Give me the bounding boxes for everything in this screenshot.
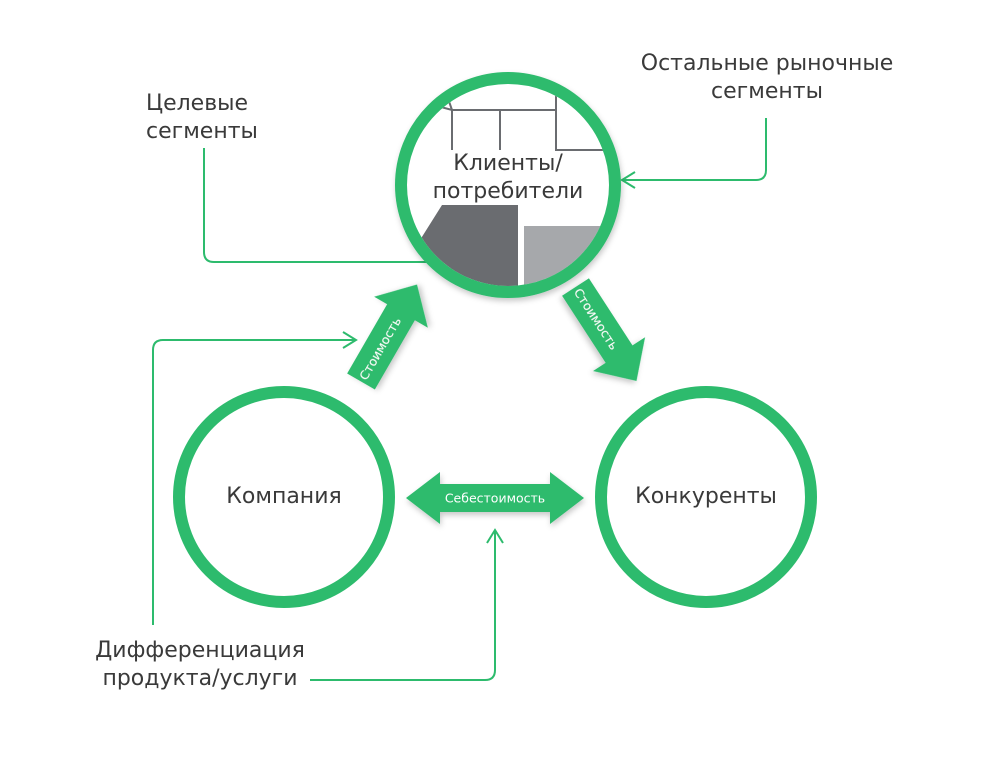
connector-other-segments <box>620 118 767 189</box>
target-segments-line1: Целевые <box>146 91 249 116</box>
arrow-clients-to-competitors: Стоимость <box>562 278 646 381</box>
clients-label: Клиенты/ потребители <box>398 150 618 206</box>
company-circle <box>173 386 395 608</box>
differentiation-line1: Дифференциация <box>95 638 305 663</box>
arrow-company-to-clients: Стоимость <box>347 284 428 390</box>
clients-label-line2: потребители <box>432 179 584 205</box>
competitors-label: Конкуренты <box>635 484 777 509</box>
arrow-company-competitors: Себестоимость <box>406 472 584 524</box>
competitors-circle <box>595 386 817 608</box>
other-segments-annotation: Остальные рыночные сегменты <box>617 50 917 106</box>
other-segments-line2: сегменты <box>711 79 823 105</box>
company-label: Компания <box>226 484 342 509</box>
connector-differentiation-left <box>152 331 358 625</box>
other-segments-line1: Остальные рыночные <box>640 51 894 76</box>
connector-differentiation-right <box>310 528 504 681</box>
differentiation-line2: продукта/услуги <box>102 666 298 692</box>
differentiation-annotation: Дифференциация продукта/услуги <box>80 637 320 693</box>
target-segments-annotation: Целевые сегменты <box>146 90 258 146</box>
clients-label-line1: Клиенты/ <box>453 151 563 176</box>
arrow-label-company-competitors: Себестоимость <box>445 491 545 506</box>
target-segments-line2: сегменты <box>146 119 258 145</box>
